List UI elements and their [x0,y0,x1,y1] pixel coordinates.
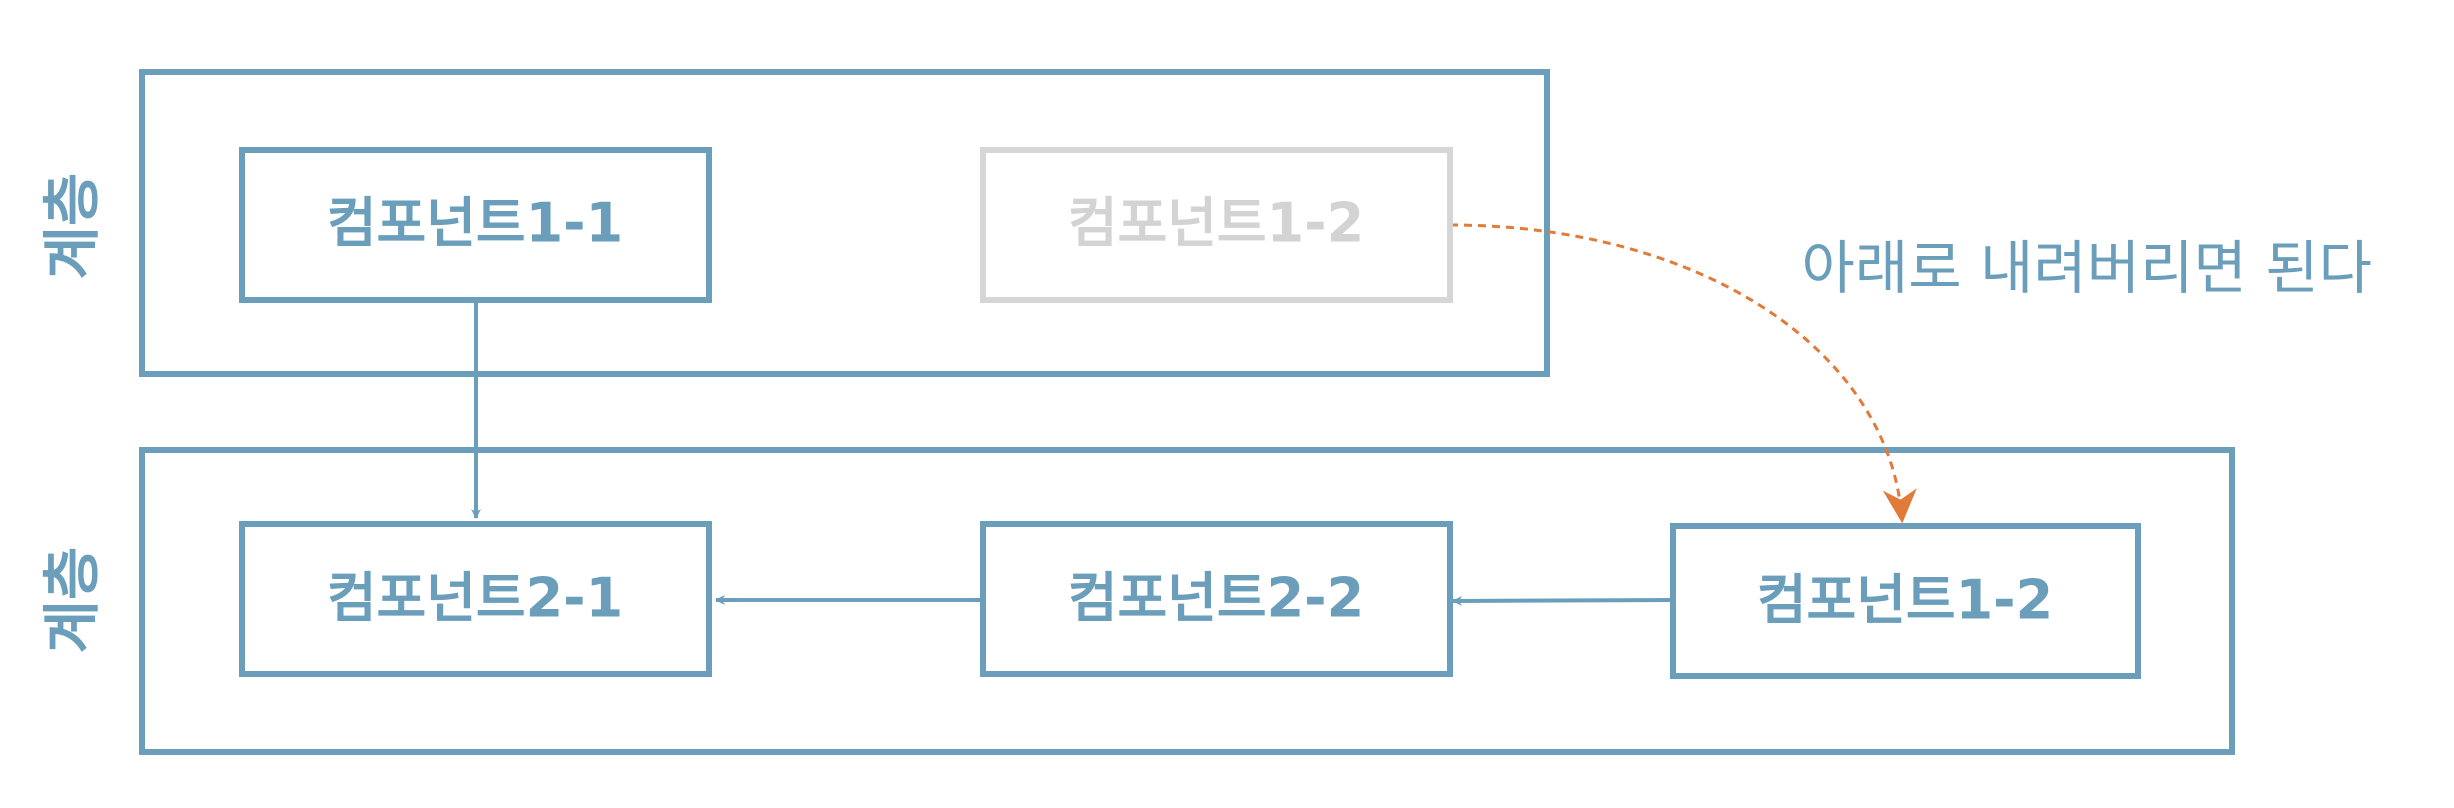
component-1-2-moved: 컴포넌트1-2 [1670,523,2141,679]
component-2-2-label: 컴포넌트2-2 [1068,567,1364,630]
move-down-dashed-arrow [1449,223,1917,524]
component-2-2: 컴포넌트2-2 [980,521,1453,677]
layer-2-box [139,447,2235,755]
component-1-2-original-label: 컴포넌트1-2 [1068,192,1364,255]
component-1-1-label: 컴포넌트1-1 [327,192,623,255]
layer-1-label: 계층 [38,173,106,280]
layer-1-box [139,69,1550,377]
component-1-1: 컴포넌트1-1 [239,147,712,303]
arrow-c12-to-c22 [1452,595,1673,606]
layer-2-label: 계층 [38,547,106,654]
component-2-1: 컴포넌트2-1 [239,521,712,677]
component-2-1-label: 컴포넌트2-1 [327,567,623,630]
move-down-note: 아래로 내려버리면 된다 [1802,234,2372,302]
component-1-2-original: 컴포넌트1-2 [980,147,1453,303]
component-1-2-moved-label: 컴포넌트1-2 [1757,569,2053,632]
